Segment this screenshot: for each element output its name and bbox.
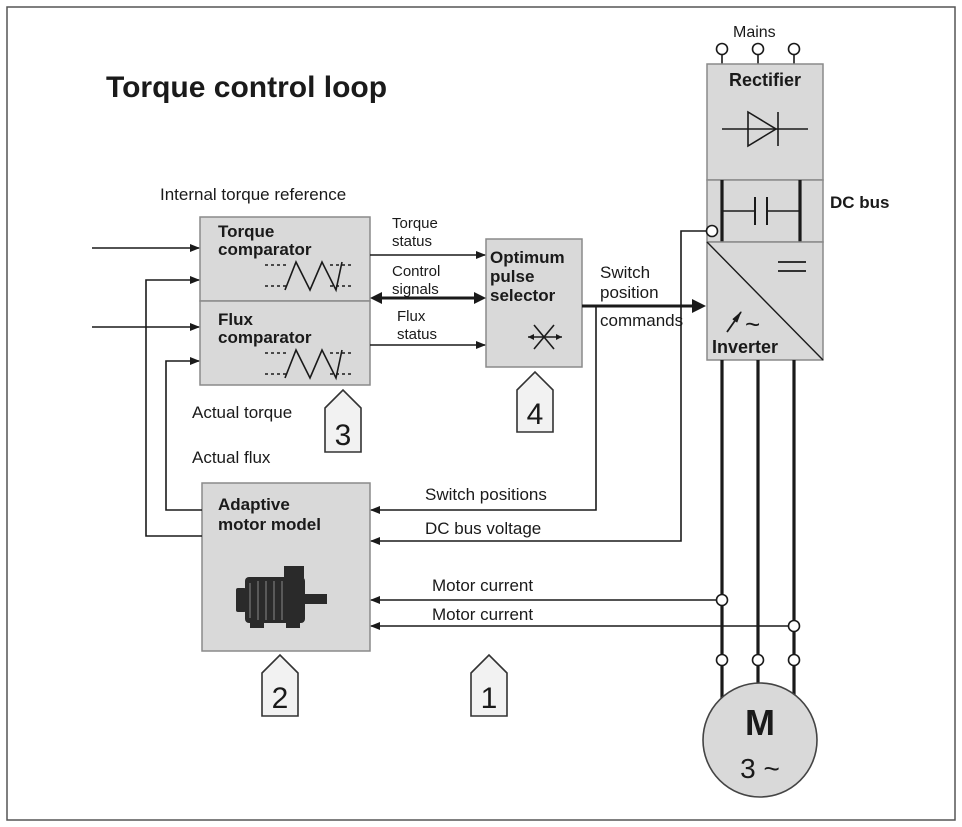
switch-positions-line bbox=[370, 306, 597, 514]
dc-bus-block: DC bus bbox=[706, 179, 890, 243]
rectifier-label: Rectifier bbox=[729, 70, 801, 90]
svg-text:3: 3 bbox=[335, 419, 352, 452]
svg-text:comparator: comparator bbox=[218, 328, 312, 347]
diode-icon bbox=[722, 110, 808, 148]
dc-bus-label: DC bus bbox=[830, 193, 890, 212]
inverter-block: ~ Inverter bbox=[706, 241, 824, 361]
selector-star-icon bbox=[528, 324, 562, 350]
svg-text:Switch: Switch bbox=[600, 263, 650, 282]
actual-torque-label: Actual torque bbox=[192, 403, 292, 422]
motor-icon bbox=[236, 566, 327, 628]
dc-voltage-tap bbox=[705, 224, 719, 238]
internal-torque-reference-label: Internal torque reference bbox=[160, 185, 346, 204]
motor-phase-label: 3 ~ bbox=[740, 753, 780, 784]
flux-feedback-line bbox=[165, 357, 202, 511]
flux-comparator: Flux comparator bbox=[199, 300, 371, 386]
current-sensor-1 bbox=[715, 593, 729, 607]
svg-text:comparator: comparator bbox=[218, 240, 312, 259]
svg-text:Adaptive: Adaptive bbox=[218, 495, 290, 514]
step-badge-4: 4 bbox=[516, 370, 554, 433]
svg-text:status: status bbox=[392, 233, 432, 250]
hysteresis-icon bbox=[265, 348, 352, 381]
svg-text:1: 1 bbox=[481, 682, 498, 715]
svg-text:2: 2 bbox=[272, 682, 289, 715]
step-badge-2: 2 bbox=[261, 653, 299, 717]
capacitor-icon bbox=[722, 197, 800, 225]
page-title: Torque control loop bbox=[106, 71, 387, 104]
svg-text:Control: Control bbox=[392, 263, 440, 280]
dc-bus-voltage-line bbox=[370, 230, 706, 545]
svg-text:4: 4 bbox=[527, 398, 544, 431]
motor-symbol: M 3 ~ bbox=[702, 682, 818, 798]
svg-text:selector: selector bbox=[490, 286, 556, 305]
svg-text:Torque: Torque bbox=[392, 215, 438, 232]
svg-text:Switch positions: Switch positions bbox=[425, 485, 547, 504]
adaptive-motor-model: Adaptive motor model bbox=[201, 482, 371, 652]
current-sensor-2 bbox=[787, 619, 801, 633]
mains-label: Mains bbox=[733, 24, 776, 41]
svg-text:signals: signals bbox=[392, 281, 439, 298]
svg-text:Motor current: Motor current bbox=[432, 605, 533, 624]
svg-text:Optimum: Optimum bbox=[490, 248, 565, 267]
step-badge-1: 1 bbox=[470, 653, 508, 717]
actual-flux-label: Actual flux bbox=[192, 448, 271, 467]
inverter-label: Inverter bbox=[712, 337, 778, 357]
svg-text:Flux: Flux bbox=[397, 308, 426, 325]
motor-m-label: M bbox=[745, 702, 775, 743]
svg-text:DC bus voltage: DC bus voltage bbox=[425, 519, 541, 538]
hysteresis-icon bbox=[265, 260, 352, 293]
svg-text:Motor current: Motor current bbox=[432, 576, 533, 595]
svg-text:motor model: motor model bbox=[218, 515, 321, 534]
svg-text:Flux: Flux bbox=[218, 310, 253, 329]
svg-text:position: position bbox=[600, 283, 659, 302]
torque-feedback-line bbox=[145, 276, 202, 537]
optimum-pulse-selector: Optimum pulse selector bbox=[485, 238, 583, 368]
svg-text:Torque: Torque bbox=[218, 222, 274, 241]
svg-text:pulse: pulse bbox=[490, 267, 534, 286]
svg-text:commands: commands bbox=[600, 311, 683, 330]
ac-symbol: ~ bbox=[745, 309, 760, 339]
mains-terminals: Mains bbox=[715, 24, 801, 64]
step-badge-3: 3 bbox=[324, 388, 362, 453]
torque-comparator: Torque comparator bbox=[199, 216, 371, 302]
rectifier-block: Rectifier bbox=[706, 63, 824, 181]
svg-text:status: status bbox=[397, 326, 437, 343]
